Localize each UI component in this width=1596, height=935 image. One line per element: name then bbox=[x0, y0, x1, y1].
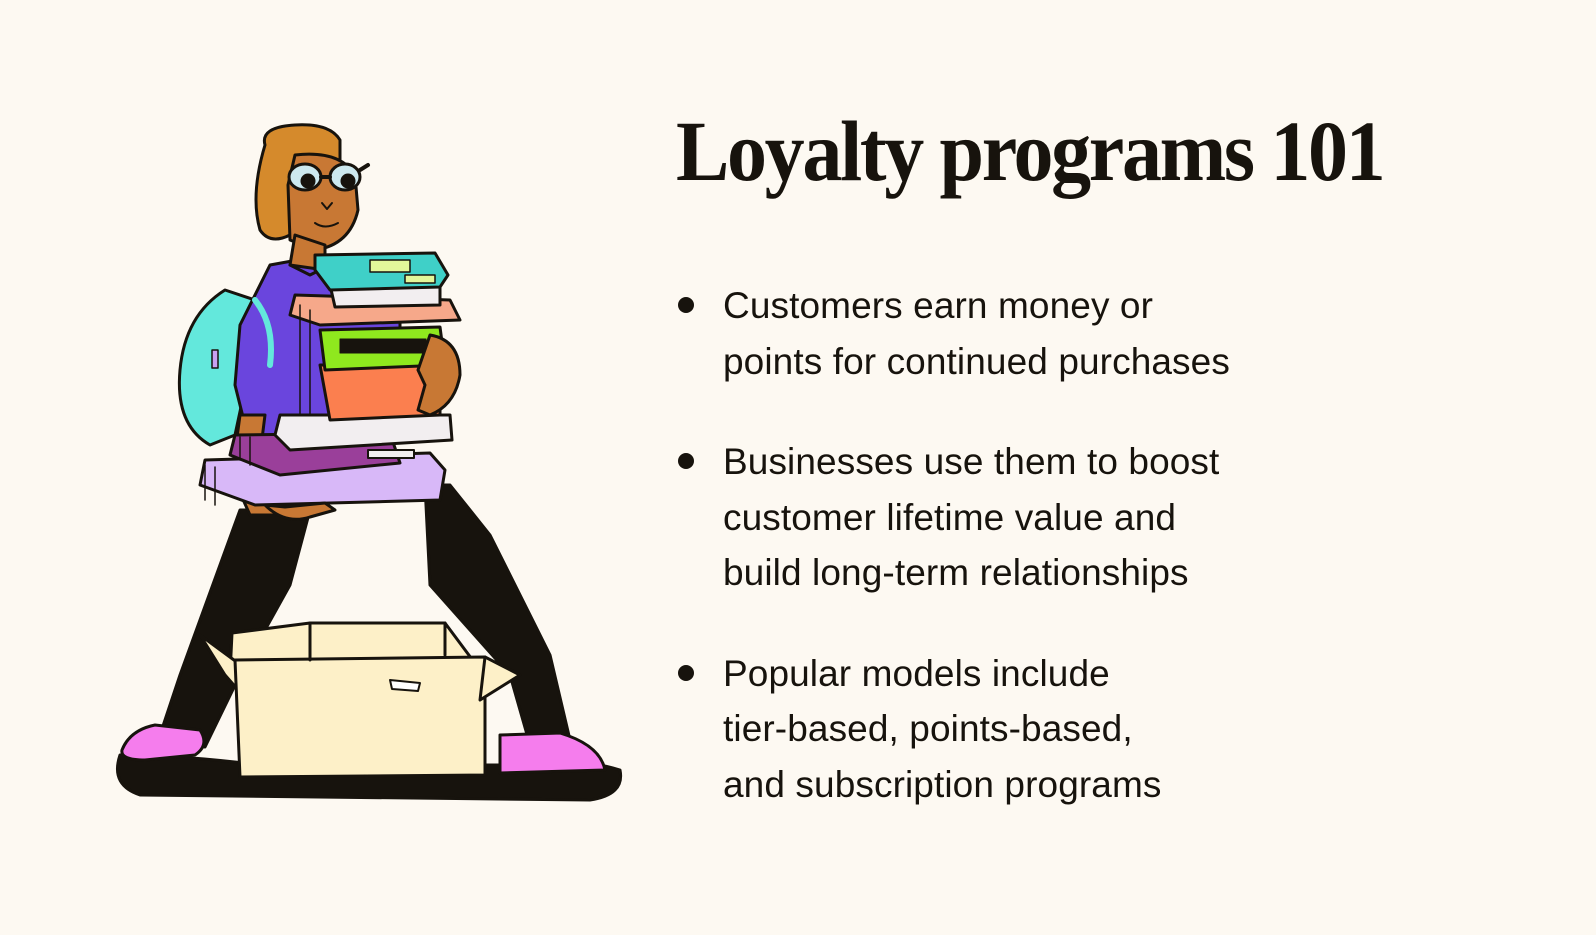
bullet-text-line: points for continued purchases bbox=[723, 340, 1230, 382]
left-shoe bbox=[120, 723, 206, 762]
bullet-text-line: Customers earn money or bbox=[723, 285, 1154, 326]
bullet-dot-icon bbox=[678, 453, 694, 469]
bullet-dot-icon bbox=[678, 664, 694, 681]
bullet-text-line: Popular models include bbox=[723, 652, 1110, 694]
book-white-bottom bbox=[273, 413, 454, 452]
bullet-text-line: customer lifetime value and bbox=[723, 496, 1177, 538]
bullet-item-popular-models: Popular models include tier-based, point… bbox=[676, 646, 1376, 813]
bullet-item-earn-rewards: Customers earn money or points for conti… bbox=[676, 278, 1376, 389]
head bbox=[254, 123, 370, 272]
page-title: Loyalty programs 101 bbox=[676, 103, 1386, 199]
bullet-list: Customers earn money or points for conti… bbox=[676, 278, 1376, 812]
cardboard-box bbox=[198, 621, 522, 779]
bullet-text-line: and subscription programs bbox=[723, 763, 1162, 805]
bullet-item-business-value: Businesses use them to boost customer li… bbox=[676, 434, 1376, 601]
bullet-dot-icon bbox=[678, 297, 694, 313]
right-hand bbox=[416, 333, 462, 417]
bullet-text-line: Businesses use them to boost bbox=[723, 441, 1220, 482]
left-leg bbox=[158, 508, 312, 749]
book-stack bbox=[198, 251, 462, 507]
left-hand bbox=[263, 501, 337, 521]
person-carrying-books-illustration bbox=[116, 123, 623, 802]
bullet-text-line: build long-term relationships bbox=[723, 552, 1189, 593]
bullet-text-line: tier-based, points-based, bbox=[723, 708, 1133, 749]
right-shoe bbox=[498, 731, 607, 775]
